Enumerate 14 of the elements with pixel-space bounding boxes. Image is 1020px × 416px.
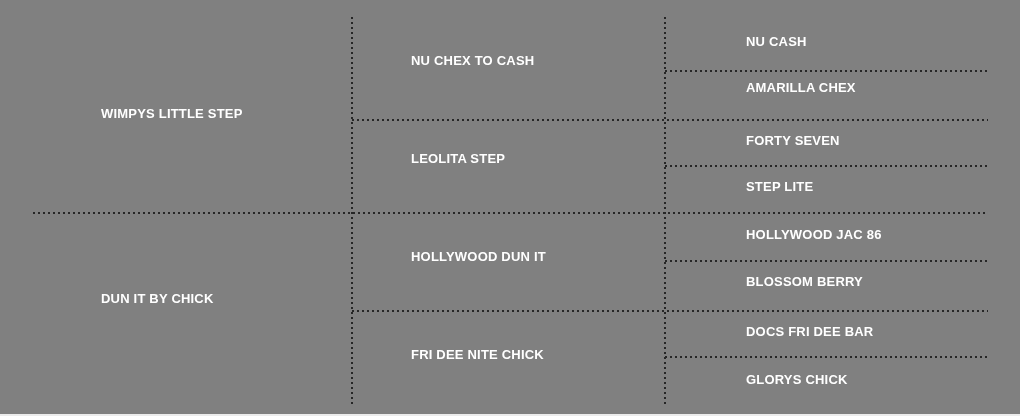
pedigree-name: BLOSSOM BERRY xyxy=(746,274,863,290)
pedigree-name: AMARILLA CHEX xyxy=(746,80,856,96)
pedigree-name: LEOLITA STEP xyxy=(411,151,506,167)
pedigree-name: NU CASH xyxy=(746,34,807,50)
pedigree-name: HOLLYWOOD JAC 86 xyxy=(746,227,882,243)
pedigree-name: GLORYS CHICK xyxy=(746,372,848,388)
pedigree-name: FORTY SEVEN xyxy=(746,133,840,149)
pedigree-name: DOCS FRI DEE BAR xyxy=(746,324,874,340)
pedigree-name: FRI DEE NITE CHICK xyxy=(411,347,544,363)
pedigree-name: STEP LITE xyxy=(746,179,814,195)
pedigree-name: WIMPYS LITTLE STEP xyxy=(101,106,243,122)
pedigree-name: DUN IT BY CHICK xyxy=(101,291,214,307)
pedigree-name: NU CHEX TO CASH xyxy=(411,53,535,69)
pedigree-name: HOLLYWOOD DUN IT xyxy=(411,249,546,265)
